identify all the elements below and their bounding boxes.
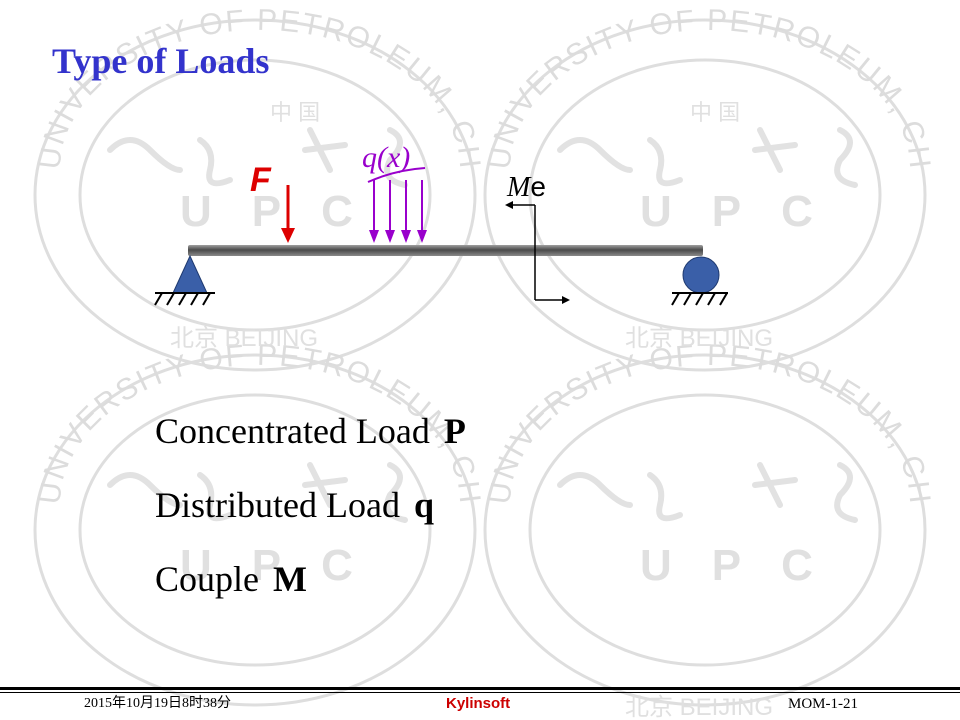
- load-name: Couple: [155, 559, 259, 599]
- footer-brand: Kylinsoft: [446, 695, 511, 712]
- load-symbol: P: [443, 411, 466, 451]
- distributed-load-label: q(x): [362, 141, 410, 174]
- watermark-beijing-1: 北京 BEIJING: [170, 325, 318, 352]
- watermark-china-chars-1: 中 国: [270, 100, 320, 125]
- force-label: F: [250, 161, 272, 199]
- beam: [188, 245, 703, 256]
- pin-support: [154, 254, 215, 306]
- load-name: Concentrated Load: [155, 411, 430, 451]
- watermark-beijing-2: 北京 BEIJING: [625, 325, 773, 352]
- footer-divider-thick: [0, 687, 960, 690]
- footer-divider-thin: [0, 692, 960, 693]
- load-symbol: M: [273, 559, 307, 599]
- load-item-couple: Couple M: [155, 558, 307, 600]
- load-name: Distributed Load: [155, 485, 400, 525]
- load-symbol: q: [413, 485, 434, 525]
- watermark-upc-1: UPC: [180, 187, 393, 236]
- watermark-beijing-3: 北京 BEIJING: [625, 694, 773, 720]
- footer-slide-code: MOM-1-21: [788, 696, 858, 712]
- watermark-upc-3: UPC: [180, 541, 393, 590]
- concentrated-force-arrow: [281, 185, 295, 243]
- watermark-china-chars-2: 中 国: [690, 100, 740, 125]
- load-item-concentrated: Concentrated Load P: [155, 410, 466, 452]
- distributed-load-arrows: [367, 167, 426, 232]
- slide-title: Type of Loads: [52, 41, 270, 81]
- roller-support: [671, 256, 728, 306]
- watermark-upc-2: UPC: [640, 187, 853, 236]
- load-item-distributed: Distributed Load q: [155, 484, 434, 526]
- footer-date: 2015年10月19日8时38分: [84, 696, 231, 711]
- watermark-upc-4: UPC: [640, 541, 853, 590]
- couple-label: Me: [506, 171, 546, 203]
